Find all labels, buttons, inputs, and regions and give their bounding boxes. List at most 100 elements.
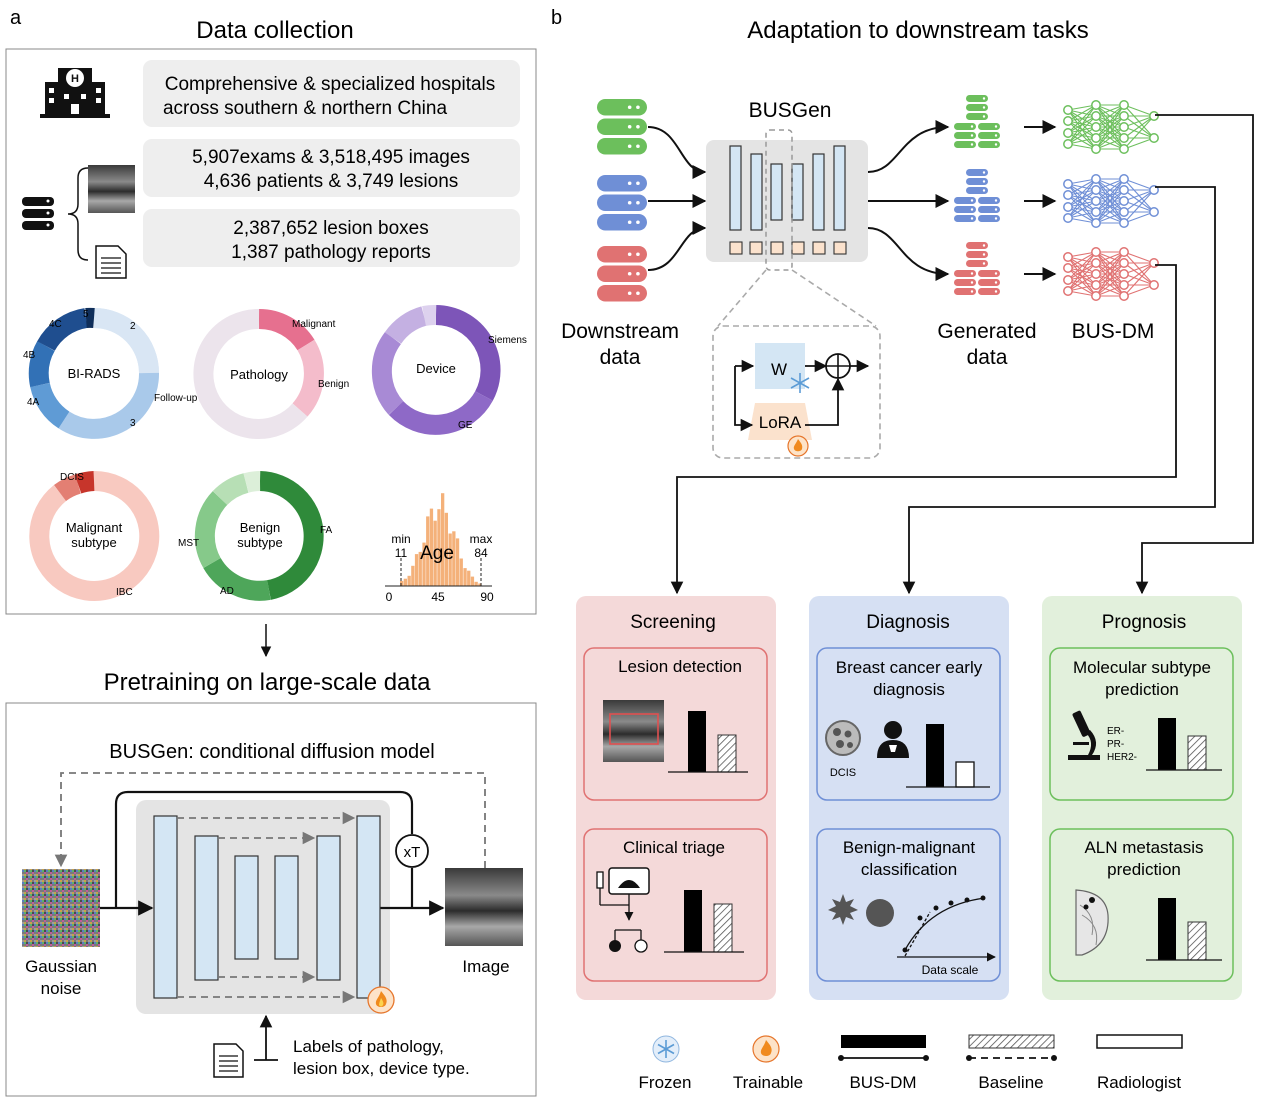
busdm-net-blue — [1063, 174, 1159, 228]
device-donut — [371, 304, 501, 435]
legend-trainable: Trainable — [733, 1073, 803, 1092]
breast-anatomy-icon — [1075, 889, 1109, 956]
benign-subtype-donut — [194, 471, 324, 601]
legend-busdm-swatch — [838, 1035, 929, 1061]
image-label: Image — [462, 957, 509, 976]
lesion-detection-title: Lesion detection — [618, 657, 742, 676]
birads-label-4c: 4C — [49, 319, 62, 330]
w-label: W — [771, 360, 787, 379]
age-min-label: min — [391, 532, 410, 546]
age-title: Age — [420, 543, 454, 564]
busgen-conditional-title: BUSGen: conditional diffusion model — [109, 741, 434, 763]
benign-label-mst: MST — [178, 538, 199, 549]
lora-label: LoRA — [759, 413, 802, 432]
age-hist-bar — [403, 578, 407, 586]
malignant-lesion-icon — [828, 894, 858, 925]
gaussian-label-2: noise — [41, 979, 82, 998]
pretraining-title: Pretraining on large-scale data — [104, 669, 432, 696]
legend-busdm: BUS-DM — [849, 1073, 916, 1092]
molecular-subtype-card — [1049, 647, 1234, 801]
early-diagnosis-title-1: Breast cancer early — [836, 658, 983, 677]
lora-block — [748, 403, 812, 440]
age-hist-bar — [474, 581, 478, 586]
lesion-detection-card — [583, 647, 768, 801]
legend-baseline-swatch — [966, 1034, 1057, 1061]
busgen-box — [706, 140, 868, 262]
pathology-label-malignant: Malignant — [292, 319, 336, 330]
birads-label-4a: 4A — [27, 397, 40, 408]
trainable-fire-icon — [367, 986, 395, 1014]
generated-label-1: Generated — [937, 320, 1036, 343]
doctor-icon — [877, 721, 909, 758]
report-icon — [95, 245, 127, 279]
classification-title-2: classification — [861, 860, 957, 879]
diagnosis-title: Diagnosis — [866, 612, 949, 633]
birads-center: BI-RADS — [68, 366, 121, 381]
lesion-detection-bars — [668, 711, 748, 773]
early-diagnosis-bars — [906, 724, 990, 788]
malignant-subtype-donut — [29, 470, 160, 601]
age-hist-bar — [463, 568, 467, 586]
pr-label: PR- — [1107, 739, 1124, 750]
legend-radiologist-swatch — [1096, 1034, 1183, 1049]
molecular-title-1: Molecular subtype — [1073, 658, 1211, 677]
birads-label-2: 2 — [130, 321, 136, 332]
labels-line2: lesion box, device type. — [293, 1059, 470, 1078]
pretraining-frame — [5, 702, 537, 1097]
boxes-box — [143, 209, 520, 267]
svg-text:H: H — [71, 73, 79, 85]
birads-label-5: 5 — [83, 309, 89, 320]
molecular-bars — [1146, 718, 1222, 771]
lesion-ultrasound — [603, 700, 664, 762]
gaussian-noise-image — [22, 869, 100, 947]
route-diagnosis — [902, 186, 1216, 595]
aln-title-2: prediction — [1107, 860, 1181, 879]
data-collection-title: Data collection — [196, 17, 353, 44]
feedback-loop — [54, 772, 486, 868]
exams-line2: 4,636 patients & 3,749 lesions — [204, 171, 459, 192]
age-hist-bar — [429, 508, 434, 586]
early-diagnosis-title-2: diagnosis — [873, 680, 945, 699]
age-hist-bar — [414, 554, 419, 586]
pathology-donut — [193, 308, 324, 439]
lesion-box — [609, 713, 659, 745]
age-hist-bar — [470, 576, 475, 586]
aln-title-1: ALN metastasis — [1084, 838, 1203, 857]
ultrasound-thumbnail — [88, 165, 135, 213]
age-hist-bar — [418, 551, 422, 586]
lora-squares — [729, 241, 847, 255]
lora-fire-icon — [787, 435, 809, 457]
molecular-title-2: prediction — [1105, 680, 1179, 699]
age-max-label: max — [470, 532, 493, 546]
pathology-label-benign: Benign — [318, 379, 349, 390]
malignant-center-1: Malignant — [66, 520, 123, 535]
labels-document-icon — [213, 1043, 244, 1078]
route-screening — [670, 264, 1177, 595]
early-diagnosis-card — [816, 647, 1001, 801]
malignant-label-ibc: IBC — [116, 587, 133, 598]
age-hist-bar — [452, 531, 456, 586]
aln-card — [1049, 828, 1234, 982]
age-hist-bar — [467, 570, 471, 586]
microscope-icon — [1068, 710, 1100, 760]
device-label-siemens: Siemens — [488, 335, 527, 346]
pathology-center: Pathology — [230, 367, 288, 382]
busdm-label: BUS-DM — [1072, 320, 1155, 343]
hospitals-line1: Comprehensive & specialized hospitals — [165, 74, 496, 95]
age-hist-bar — [437, 509, 441, 586]
benign-center-1: Benign — [240, 520, 280, 535]
generated-label-2: data — [967, 346, 1008, 369]
age-hist-bar — [411, 565, 415, 586]
xt-label: xT — [404, 844, 421, 861]
age-hist-bar — [426, 516, 430, 586]
her2-label: HER2- — [1107, 752, 1137, 763]
malignant-label-dcis: DCIS — [60, 472, 84, 483]
legend-trainable-icon — [752, 1035, 780, 1063]
age-hist-bar — [455, 538, 460, 586]
panel-b-letter: b — [551, 7, 562, 29]
age-hist-bar — [441, 493, 445, 586]
device-label-ge: GE — [458, 420, 473, 431]
exams-line1: 5,907exams & 3,518,495 images — [192, 147, 470, 168]
benign-center-2: subtype — [237, 535, 283, 550]
